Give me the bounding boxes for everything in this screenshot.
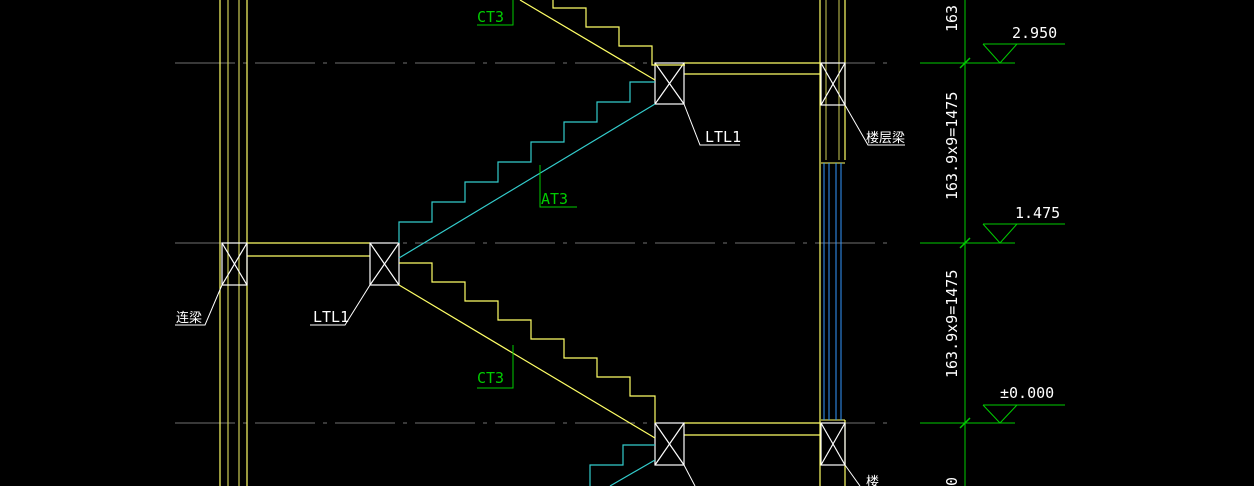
dimension-bottom-partial: 0 <box>943 477 961 486</box>
elevation-marks <box>982 43 1065 424</box>
elevation-ground: ±0.000 <box>1000 384 1054 402</box>
beam-ltl1-lower <box>654 422 685 466</box>
flight-at-lower-slab <box>609 459 656 486</box>
elevation-mark-ground <box>982 404 1065 424</box>
leader-lines <box>175 103 905 486</box>
label-floor-beam: 楼层梁 <box>866 131 905 146</box>
beam-ltl1-middle <box>369 242 400 286</box>
label-ltl1-right: LTL1 <box>705 128 741 146</box>
label-ltl1-left: LTL1 <box>313 308 349 326</box>
window-opening <box>823 163 842 420</box>
flight-ct3-top-steps <box>552 0 685 66</box>
beam-lianliang <box>221 242 248 286</box>
flight-at3-steps <box>398 81 655 243</box>
dimension-chain <box>920 0 1015 486</box>
dimension-top-partial: 163 <box>943 5 961 32</box>
label-ct3-top: CT3 <box>477 8 504 26</box>
labels: CT3 AT3 CT3 LTL1 LTL1 连梁 楼层梁 楼 <box>176 8 905 486</box>
flight-at3-slab <box>398 103 656 259</box>
flight-ct3-bottom-slab <box>398 284 656 439</box>
elevation-upper: 2.950 <box>1012 24 1057 42</box>
beam-floor-upper <box>820 62 846 106</box>
dimension-flight-lower: 163.9x9=1475 <box>943 270 961 378</box>
beam-ltl1-upper <box>654 62 685 105</box>
flight-ct3-top-slab <box>519 0 656 81</box>
elevation-mark-upper <box>982 43 1065 64</box>
stair-flights <box>398 0 685 486</box>
annotation-leaders <box>477 0 577 389</box>
label-lianliang: 连梁 <box>176 310 202 326</box>
dimension-texts: 163 163.9x9=1475 163.9x9=1475 0 <box>943 5 961 486</box>
label-at3: AT3 <box>541 190 568 208</box>
flight-ct3-bottom-steps <box>399 262 656 423</box>
beam-floor-lower <box>820 422 846 466</box>
label-ct3-bottom: CT3 <box>477 369 504 387</box>
landing-slabs <box>247 62 820 436</box>
flight-at-lower-steps <box>589 444 655 486</box>
elevation-middle: 1.475 <box>1015 204 1060 222</box>
dimension-flight-upper: 163.9x9=1475 <box>943 92 961 200</box>
elevation-mark-middle <box>982 223 1065 244</box>
label-floor-beam-bottom: 楼 <box>866 475 879 486</box>
beam-sections <box>221 62 846 466</box>
elevation-texts: 2.950 1.475 ±0.000 <box>1000 24 1060 402</box>
